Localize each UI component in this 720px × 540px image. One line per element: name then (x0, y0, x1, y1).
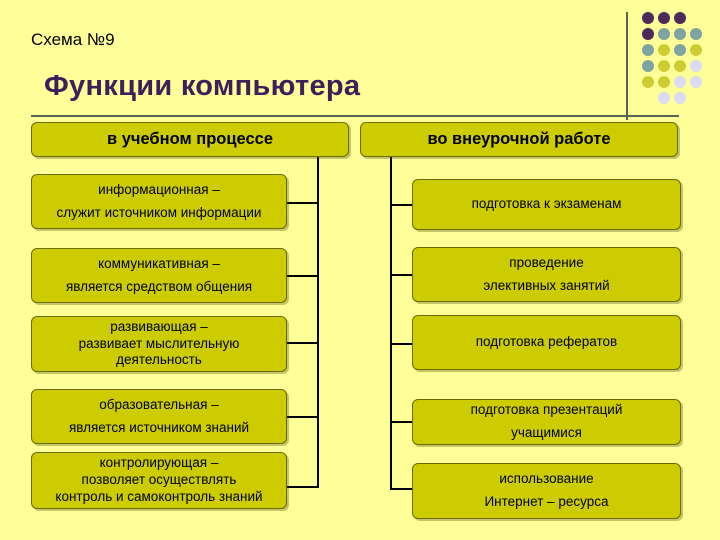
decor-dot (674, 28, 686, 40)
decor-dot (690, 60, 702, 72)
decor-dot (642, 12, 654, 24)
right-item-exam-prep: подготовка к экзаменам (412, 179, 681, 230)
decor-vertical-rule (626, 12, 628, 120)
decor-dot (658, 92, 670, 104)
decor-dot (674, 92, 686, 104)
decor-dot (690, 28, 702, 40)
page-title: Функции компьютера (44, 70, 361, 102)
left-spine-line (317, 157, 319, 488)
right-column-header: во внеурочной работе (360, 122, 678, 157)
decor-dot (658, 12, 670, 24)
decor-dot (658, 28, 670, 40)
right-item-internet: использование Интернет – ресурса (412, 463, 681, 519)
left-item-educational: образовательная – является источником зн… (31, 389, 287, 444)
decor-dot (642, 44, 654, 56)
decor-dot (642, 60, 654, 72)
right-spine-line (390, 157, 392, 490)
left-connector-5 (287, 486, 319, 488)
decor-horizontal-rule (31, 115, 679, 117)
left-item-controlling: контролирующая – позволяет осуществлять … (31, 452, 287, 509)
right-item-electives: проведение элективных занятий (412, 247, 681, 302)
right-connector-2 (390, 274, 412, 276)
decor-dot (690, 76, 702, 88)
decor-dot (674, 44, 686, 56)
decor-dot (642, 76, 654, 88)
right-connector-4 (390, 421, 412, 423)
decor-dot-grid (642, 12, 702, 104)
left-connector-4 (287, 416, 319, 418)
decor-dot (642, 28, 654, 40)
left-item-developing: развивающая – развивает мыслительную дея… (31, 316, 287, 372)
right-connector-5 (390, 488, 412, 490)
left-item-information: информационная – служит источником инфор… (31, 174, 287, 229)
decor-dot (658, 76, 670, 88)
right-item-reports: подготовка рефератов (412, 315, 681, 370)
scheme-number-label: Схема №9 (31, 30, 115, 49)
left-connector-3 (287, 342, 319, 344)
decor-dot (658, 44, 670, 56)
left-connector-1 (287, 202, 319, 204)
right-item-presentations: подготовка презентаций учащимися (412, 399, 681, 445)
decor-dot (690, 44, 702, 56)
decor-dot (674, 60, 686, 72)
left-column-header: в учебном процессе (31, 122, 349, 157)
right-connector-1 (390, 204, 412, 206)
decor-dot (674, 12, 686, 24)
left-connector-2 (287, 275, 319, 277)
decor-dot (658, 60, 670, 72)
left-item-communicative: коммуникативная – является средством общ… (31, 248, 287, 303)
decor-dot (674, 76, 686, 88)
right-connector-3 (390, 343, 412, 345)
